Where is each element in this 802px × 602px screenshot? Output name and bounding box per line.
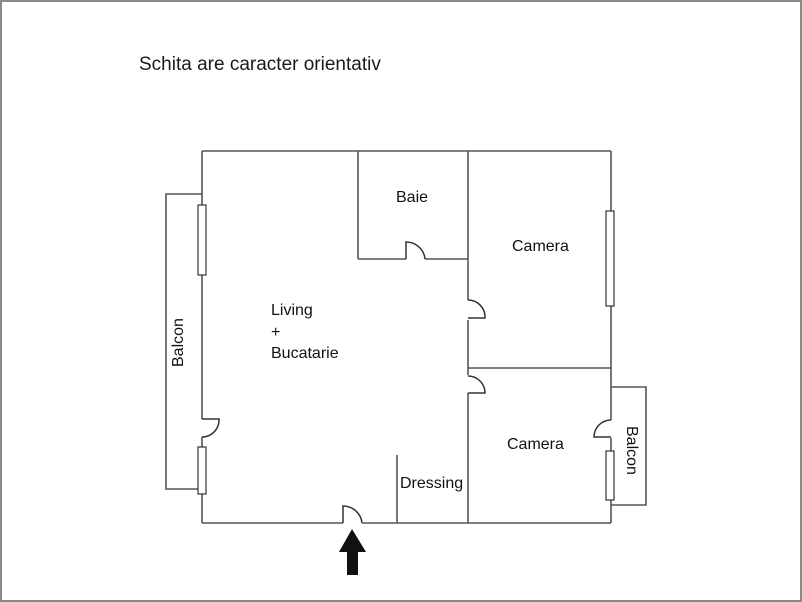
- door-baie: [405, 241, 426, 260]
- balcony-right-outline: [611, 386, 647, 506]
- room-label-living: Living: [271, 302, 313, 319]
- door-balcony-right: [593, 419, 612, 438]
- room-label-balcon-right: Balcon: [623, 426, 640, 475]
- room-label-camera-2: Camera: [507, 436, 564, 453]
- room-label-baie: Baie: [396, 189, 429, 206]
- balcony-left-outline: [165, 193, 202, 490]
- arrow-up-icon: [339, 529, 366, 575]
- door-camera-1: [467, 299, 486, 319]
- window-left-top: [197, 204, 207, 276]
- room-label-dressing: Dressing: [400, 475, 464, 492]
- window-camera-2: [605, 450, 615, 501]
- room-label-camera-1: Camera: [512, 238, 569, 255]
- room-label-living-plus: +: [271, 324, 281, 341]
- window-camera-1: [605, 210, 615, 307]
- room-label-bucatarie: Bucatarie: [271, 345, 339, 362]
- page-title: Schita are caracter orientativ: [139, 54, 381, 75]
- door-balcony-left: [201, 418, 220, 438]
- door-entrance: [342, 505, 363, 524]
- door-camera-2: [467, 375, 486, 394]
- window-left-bottom: [197, 446, 207, 495]
- room-label-balcon-left: Balcon: [170, 318, 187, 367]
